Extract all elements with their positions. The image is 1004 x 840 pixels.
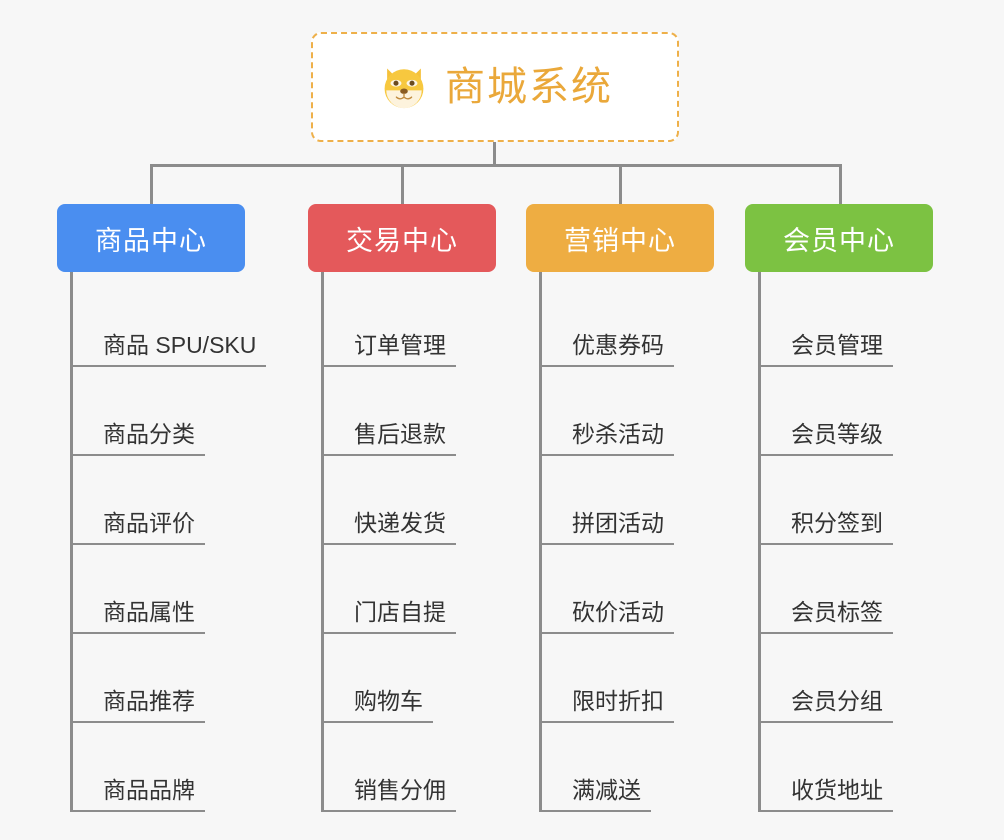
branch-leaf-list-product-center: 商品 SPU/SKU 商品分类 商品评价 商品属性 商品推荐 商品品牌	[70, 272, 267, 812]
list-item-trade-center-4[interactable]: 购物车	[324, 634, 496, 723]
list-item-marketing-center-0[interactable]: 优惠券码	[542, 278, 714, 367]
list-item-member-center-0[interactable]: 会员管理	[761, 278, 933, 367]
connector-drop-trade-center	[401, 164, 404, 206]
branch-header-label-member-center: 会员中心	[783, 225, 895, 256]
list-item-label-trade-center-5: 销售分佣	[324, 777, 456, 812]
list-item-marketing-center-3[interactable]: 砍价活动	[542, 545, 714, 634]
list-item-label-marketing-center-2: 拼团活动	[542, 510, 674, 545]
list-item-label-trade-center-4: 购物车	[324, 688, 433, 723]
branch-header-trade-center[interactable]: 交易中心	[308, 204, 496, 272]
list-item-label-marketing-center-0: 优惠券码	[542, 332, 674, 367]
list-item-label-product-center-4: 商品推荐	[73, 688, 205, 723]
branch-column-product-center: 商品中心 商品 SPU/SKU 商品分类 商品评价 商品属性 商品推荐 商品品牌	[57, 204, 267, 812]
list-item-label-product-center-3: 商品属性	[73, 599, 205, 634]
list-item-label-marketing-center-1: 秒杀活动	[542, 421, 674, 456]
list-item-marketing-center-5[interactable]: 满减送	[542, 723, 714, 812]
list-item-product-center-1[interactable]: 商品分类	[73, 367, 266, 456]
branch-header-label-trade-center: 交易中心	[346, 225, 458, 256]
list-item-label-member-center-0: 会员管理	[761, 332, 893, 367]
list-item-label-marketing-center-5: 满减送	[542, 777, 651, 812]
list-item-label-marketing-center-3: 砍价活动	[542, 599, 674, 634]
list-item-label-trade-center-2: 快递发货	[324, 510, 456, 545]
list-item-label-product-center-0: 商品 SPU/SKU	[73, 332, 267, 367]
branch-leaf-list-trade-center: 订单管理 售后退款 快递发货 门店自提 购物车 销售分佣	[321, 272, 496, 812]
branch-leaf-list-marketing-center: 优惠券码 秒杀活动 拼团活动 砍价活动 限时折扣 满减送	[539, 272, 714, 812]
branch-column-trade-center: 交易中心 订单管理 售后退款 快递发货 门店自提 购物车 销售分佣	[308, 204, 496, 812]
list-item-trade-center-5[interactable]: 销售分佣	[324, 723, 496, 812]
list-item-label-trade-center-1: 售后退款	[324, 421, 456, 456]
list-item-product-center-5[interactable]: 商品品牌	[73, 723, 266, 812]
list-item-member-center-5[interactable]: 收货地址	[761, 723, 933, 812]
connector-horizontal-bus	[150, 164, 842, 167]
list-item-member-center-4[interactable]: 会员分组	[761, 634, 933, 723]
list-item-trade-center-2[interactable]: 快递发货	[324, 456, 496, 545]
connector-root-stem	[493, 142, 496, 166]
branch-column-member-center: 会员中心 会员管理 会员等级 积分签到 会员标签 会员分组 收货地址	[745, 204, 933, 812]
list-item-product-center-0[interactable]: 商品 SPU/SKU	[73, 278, 267, 367]
list-item-label-trade-center-0: 订单管理	[324, 332, 456, 367]
list-item-product-center-2[interactable]: 商品评价	[73, 456, 266, 545]
branch-column-marketing-center: 营销中心 优惠券码 秒杀活动 拼团活动 砍价活动 限时折扣 满减送	[526, 204, 714, 812]
list-item-label-product-center-2: 商品评价	[73, 510, 205, 545]
branch-header-label-product-center: 商品中心	[95, 225, 207, 256]
branch-header-product-center[interactable]: 商品中心	[57, 204, 245, 272]
list-item-marketing-center-1[interactable]: 秒杀活动	[542, 367, 714, 456]
list-item-trade-center-0[interactable]: 订单管理	[324, 278, 496, 367]
branch-header-member-center[interactable]: 会员中心	[745, 204, 933, 272]
list-item-trade-center-3[interactable]: 门店自提	[324, 545, 496, 634]
connector-drop-product-center	[150, 164, 153, 206]
branch-header-label-marketing-center: 营销中心	[564, 225, 676, 256]
list-item-label-product-center-1: 商品分类	[73, 421, 205, 456]
list-item-product-center-4[interactable]: 商品推荐	[73, 634, 266, 723]
list-item-member-center-2[interactable]: 积分签到	[761, 456, 933, 545]
list-item-product-center-3[interactable]: 商品属性	[73, 545, 266, 634]
root-title: 商城系统	[445, 65, 613, 109]
list-item-label-member-center-1: 会员等级	[761, 421, 893, 456]
list-item-trade-center-1[interactable]: 售后退款	[324, 367, 496, 456]
list-item-label-member-center-5: 收货地址	[761, 777, 893, 812]
list-item-label-member-center-2: 积分签到	[761, 510, 893, 545]
branch-header-marketing-center[interactable]: 营销中心	[526, 204, 714, 272]
list-item-label-marketing-center-4: 限时折扣	[542, 688, 674, 723]
list-item-member-center-1[interactable]: 会员等级	[761, 367, 933, 456]
branch-leaf-list-member-center: 会员管理 会员等级 积分签到 会员标签 会员分组 收货地址	[758, 272, 933, 812]
list-item-marketing-center-2[interactable]: 拼团活动	[542, 456, 714, 545]
list-item-label-member-center-4: 会员分组	[761, 688, 893, 723]
list-item-label-member-center-3: 会员标签	[761, 599, 893, 634]
connector-drop-marketing-center	[619, 164, 622, 206]
connector-drop-member-center	[839, 164, 842, 206]
list-item-label-trade-center-3: 门店自提	[324, 599, 456, 634]
list-item-marketing-center-4[interactable]: 限时折扣	[542, 634, 714, 723]
dog-face-icon	[384, 68, 424, 110]
list-item-member-center-3[interactable]: 会员标签	[761, 545, 933, 634]
list-item-label-product-center-5: 商品品牌	[73, 777, 205, 812]
root-node-mall-system[interactable]: 商城系统	[311, 32, 679, 142]
